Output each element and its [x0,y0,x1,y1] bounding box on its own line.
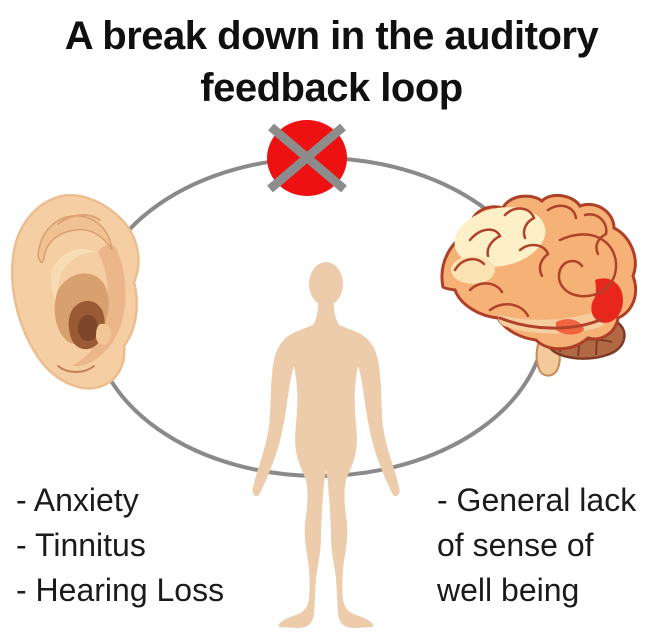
ear-inner-shadow [72,244,126,367]
effects-text: - General lack of sense of well being [437,478,636,613]
ear-canal-deep [78,315,98,341]
person-body-left-half [252,302,326,628]
symptom-item-tinnitus: - Tinnitus [16,527,146,563]
effects-line-1: - General lack [437,482,637,518]
brain-red-accent [591,278,623,323]
title-line-1: A break down in the auditory [64,14,599,58]
ear-lobe-crease [57,365,95,373]
title-line-2: feedback loop [200,66,463,110]
person-head [309,262,343,306]
person-body-right-half [326,302,400,628]
ear-antihelix-ridge [51,248,96,308]
symptom-item-hearing-loss: - Hearing Loss [16,572,225,608]
effects-line-3: well being [437,572,580,608]
x-stroke-2 [267,123,346,193]
person-silhouette [252,262,400,628]
brain-illustration [440,193,638,377]
effects-line-2: of sense of [437,527,594,563]
symptoms-list: - Anxiety - Tinnitus - Hearing Loss [16,478,224,613]
ear-tragus [96,323,112,345]
page-title: A break down in the auditory feedback lo… [0,10,663,114]
ear-top-fold-line [57,214,101,225]
ear-illustration [11,193,140,390]
brain-gyri [453,204,618,330]
symptom-item-anxiety: - Anxiety [16,482,139,518]
no-entry-x-icon [267,120,347,196]
